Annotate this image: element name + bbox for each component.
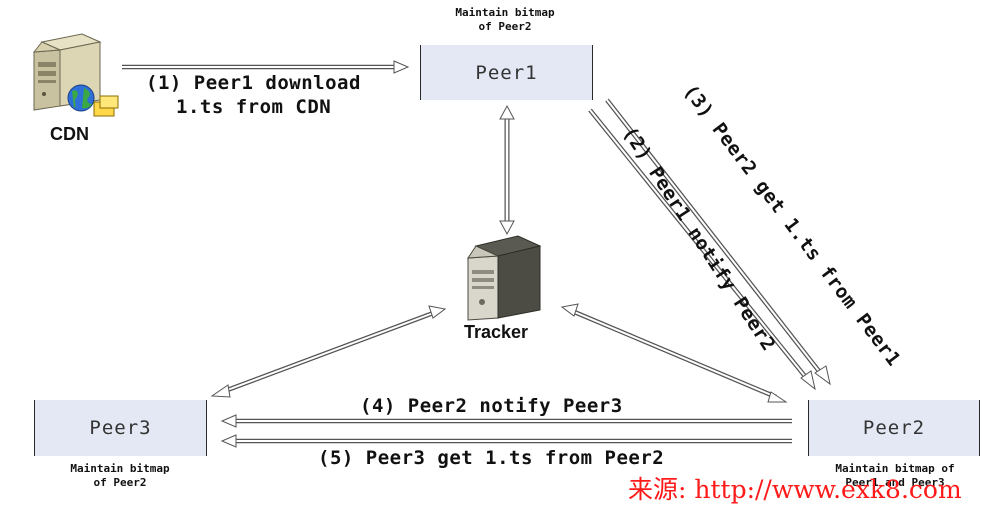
- peer2-box: Peer2: [808, 400, 980, 456]
- tracker-label: Tracker: [464, 322, 529, 342]
- step1-label-line2: 1.ts from CDN: [176, 96, 332, 118]
- watermark-text: 来源: http://www.exk8.com: [628, 475, 962, 504]
- arrow-peer1-notify-peer2: [588, 108, 816, 391]
- peer1-note: Maintain bitmap of Peer2: [400, 6, 610, 34]
- server-globe-icon: [32, 33, 119, 117]
- cdn-node: CDN: [22, 28, 132, 148]
- arrow-peer3-get-from-peer2: [220, 434, 792, 448]
- step1-label-line1: (1) Peer1 download: [146, 72, 361, 94]
- peer1-note-line1: Maintain bitmap: [455, 6, 555, 19]
- peer1-box: Peer1: [420, 45, 593, 100]
- peer2-note-line2: Peer1 and Peer3: [845, 476, 945, 489]
- arrow-tracker-peer3: [210, 305, 447, 398]
- server-icon: [467, 235, 542, 321]
- peer3-note-line2: of Peer2: [93, 476, 147, 489]
- peer1-note-line2: of Peer2: [478, 20, 532, 33]
- step4-label: (4) Peer2 notify Peer3: [360, 395, 623, 417]
- tracker-node: Tracker: [458, 230, 568, 350]
- arrow-peer2-get-from-peer1: [605, 98, 831, 386]
- peer2-note-line1: Maintain bitmap of: [835, 462, 955, 475]
- arrow-peer1-tracker: [499, 104, 515, 236]
- arrow-peer2-notify-peer3: [220, 414, 792, 428]
- cdn-label: CDN: [50, 124, 89, 144]
- peer3-note-line1: Maintain bitmap: [70, 462, 170, 475]
- peer3-note: Maintain bitmap of Peer2: [20, 462, 220, 490]
- peer3-box: Peer3: [34, 400, 207, 456]
- arrow-cdn-to-peer1: [122, 60, 410, 74]
- peer2-note: Maintain bitmap of Peer1 and Peer3: [800, 462, 990, 490]
- step5-label: (5) Peer3 get 1.ts from Peer2: [318, 447, 665, 469]
- arrow-tracker-peer2: [560, 303, 788, 403]
